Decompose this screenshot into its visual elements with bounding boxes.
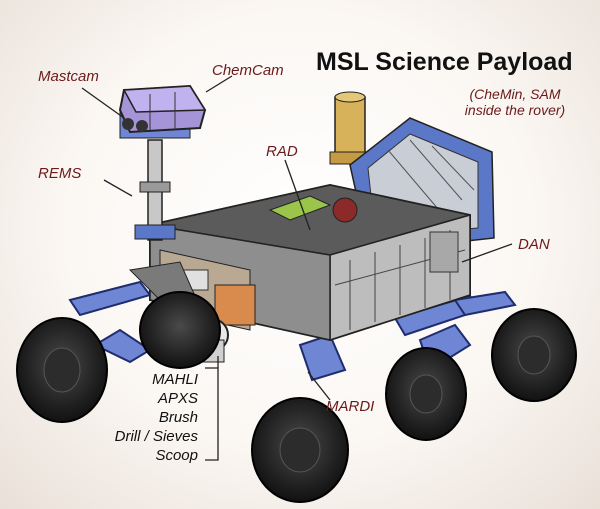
leader-lines — [81, 75, 513, 461]
page-title: MSL Science Payload — [316, 48, 573, 76]
label-arm-instrument: APXS — [157, 390, 198, 407]
wheels — [16, 291, 577, 503]
label-dan: DAN — [518, 236, 550, 253]
wheel-rear-left — [251, 397, 349, 503]
label-arm-instrument: Drill / Sieves — [114, 428, 198, 445]
wheel-front-left — [16, 317, 108, 423]
label-arm-instrument: MAHLI — [152, 371, 198, 388]
label-arm-instrument: Scoop — [155, 447, 198, 464]
rtg-power-source — [329, 91, 371, 165]
suspension — [68, 280, 517, 382]
label-arm-instrument: Brush — [158, 409, 198, 426]
wheel-rear-right — [491, 308, 577, 402]
label-chemcam: ChemCam — [212, 62, 284, 79]
payload-note: (CheMin, SAM inside the rover) — [464, 86, 566, 118]
wheel-front-right — [385, 347, 467, 441]
wheel-mid-left — [139, 291, 221, 369]
label-mardi: MARDI — [326, 398, 375, 415]
mast-head-chemcam — [118, 84, 207, 134]
label-mastcam: Mastcam — [38, 68, 99, 85]
arm-instrument-list: MAHLI APXS Brush Drill / Sieves Scoop — [112, 370, 198, 465]
label-rems: REMS — [38, 165, 82, 182]
label-rad: RAD — [266, 143, 298, 160]
